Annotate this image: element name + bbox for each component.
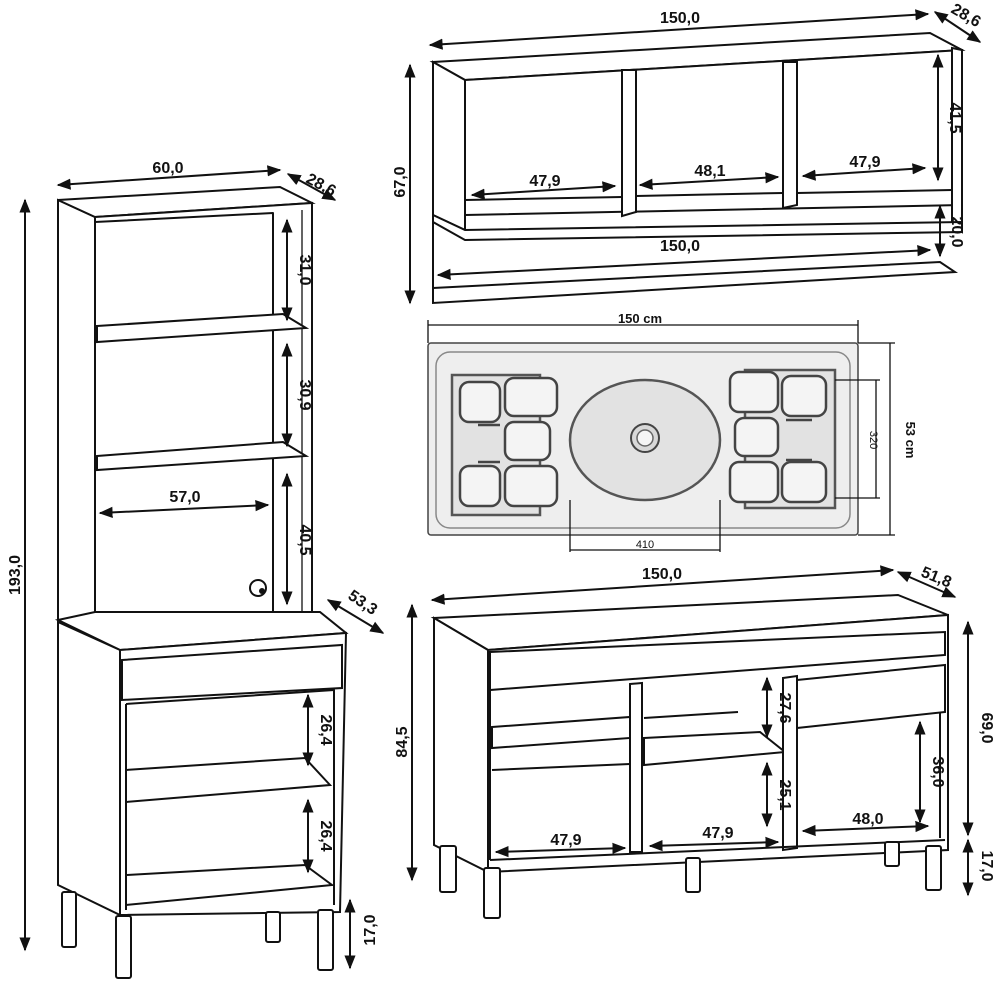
wall-cabinet: 150,0 28,6 67,0 47,9 48,1 47,9 41,5 20,0… (392, 1, 984, 305)
tall-lower-shelf2-label: 26,4 (317, 820, 334, 851)
tall-niche-label: 40,5 (296, 524, 313, 555)
tall-width-label: 60,0 (152, 160, 183, 177)
base-comp3-label: 48,0 (852, 811, 883, 828)
tall-cabinet-lower-shelf-1 (125, 756, 333, 804)
wall-comp1-label: 47,9 (529, 173, 560, 190)
base-cabinet-side (433, 616, 489, 874)
base-cabinet-divider-2 (782, 674, 798, 852)
sink: 150 cm 53 cm 320 410 (427, 311, 918, 552)
tall-height-label: 193,0 (7, 555, 24, 595)
wall-shelf-width-label: 150,0 (660, 238, 700, 255)
wall-cabinet-divider-2 (782, 61, 798, 210)
tall-leg-label: 17,0 (362, 914, 379, 945)
tall-depth-label: 28,6 (303, 171, 339, 201)
wall-comp3-label: 47,9 (849, 154, 880, 171)
wall-cabinet-open-shelf (432, 260, 959, 305)
base-comp1-label: 47,9 (550, 832, 581, 849)
sink-left-drainer (458, 376, 559, 508)
base-cabinet: 150,0 51,8 84,5 47,9 47,9 48,0 27,6 25,1… (394, 564, 995, 919)
base-cabinet-leg-4 (884, 841, 900, 867)
base-cabinet-leg-5 (925, 845, 942, 891)
base-body-height-label: 69,0 (978, 712, 995, 743)
sink-width-label: 150 cm (618, 311, 662, 326)
knob-icon (249, 579, 267, 597)
wall-comp-height-label: 41,5 (946, 102, 963, 133)
wall-width-label: 150,0 (660, 10, 700, 27)
base-cabinet-leg-3 (685, 857, 701, 893)
sink-depth-label: 53 cm (903, 422, 918, 459)
base-width-label: 150,0 (642, 566, 682, 583)
wall-cabinet-right-side (951, 46, 963, 234)
tall-shelf2-label: 30,9 (296, 379, 313, 410)
sink-bowl-depth-label: 320 (867, 431, 879, 449)
base-cabinet-divider-1 (629, 681, 643, 853)
tall-cabinet-shelf-1 (96, 312, 310, 344)
tall-cabinet-hutch-back (94, 201, 313, 632)
tall-cabinet-shelf-2 (96, 440, 310, 472)
sink-bowl-width-label: 410 (636, 539, 654, 551)
wall-cabinet-side (432, 60, 466, 232)
tall-cabinet-leg-3 (265, 911, 281, 943)
base-leg-label: 17,0 (978, 850, 995, 881)
tall-inner-width-label: 57,0 (169, 489, 200, 506)
wall-comp2-label: 48,1 (694, 163, 725, 180)
tall-cabinet-hutch (57, 198, 96, 632)
base-cabinet-leg-1 (439, 845, 457, 893)
base-lower-shelf-label: 25,1 (776, 779, 793, 810)
wall-cabinet-back (464, 48, 963, 231)
base-cabinet-drawer-left (489, 630, 946, 692)
base-cabinet-leg-2 (483, 867, 501, 919)
tall-cabinet-drawer (121, 643, 343, 702)
tall-shelf1-label: 31,0 (296, 254, 313, 285)
wall-shelf-height-label: 20,0 (948, 216, 965, 247)
wall-depth-label: 28,6 (948, 1, 984, 31)
sink-right-drainer (728, 370, 828, 504)
tall-cabinet-leg-1 (61, 891, 77, 948)
tall-cabinet-lower-shelf-2 (125, 863, 335, 907)
base-height-label: 84,5 (394, 726, 411, 757)
base-right-shelf-label: 36,0 (929, 756, 946, 787)
tall-cabinet: 60,0 28,6 193,0 31,0 30,9 57,0 40,5 53,3… (7, 160, 385, 979)
tall-cabinet-leg-2 (115, 915, 132, 979)
base-upper-shelf-label: 27,6 (776, 692, 793, 723)
tall-cabinet-side (57, 620, 121, 917)
wall-height-label: 67,0 (392, 166, 409, 197)
base-comp2-label: 47,9 (702, 825, 733, 842)
wall-cabinet-divider-1 (621, 69, 637, 218)
tall-cabinet-leg-4 (317, 909, 334, 971)
base-depth-label: 51,8 (919, 564, 954, 591)
tall-lower-shelf1-label: 26,4 (317, 714, 334, 745)
